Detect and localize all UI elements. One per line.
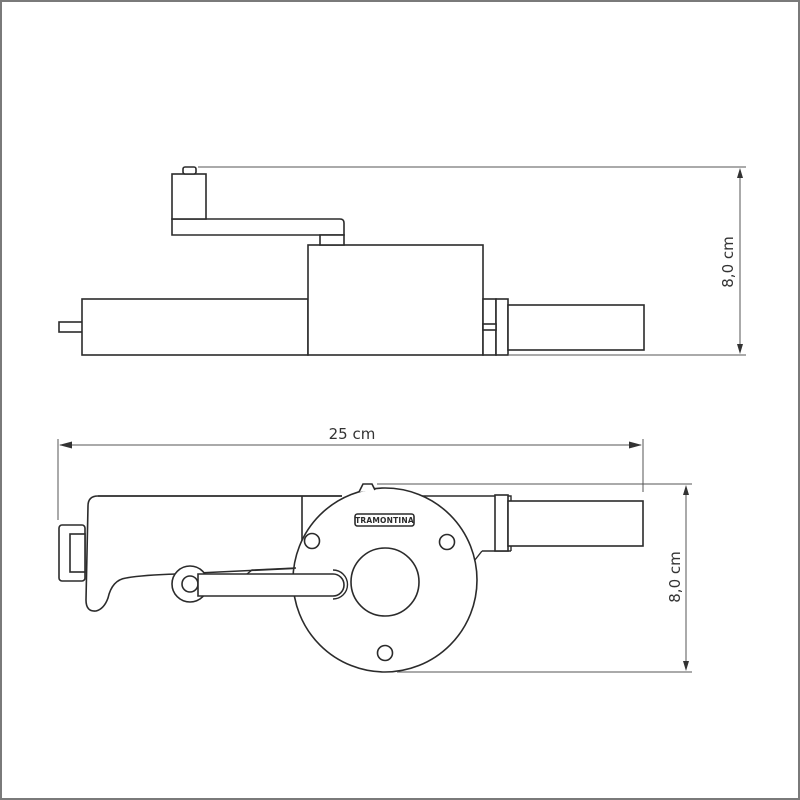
side-housing-tab — [358, 483, 376, 493]
arrow-left-icon — [59, 441, 72, 449]
top-collar-slot — [482, 323, 497, 331]
top-handle-body — [81, 298, 309, 356]
side-nozzle-tube — [507, 500, 644, 547]
brand-plate — [354, 513, 415, 527]
screw-hole-icon — [376, 644, 394, 662]
top-height-label: 8,0 cm — [719, 236, 737, 287]
top-crank-knob — [171, 173, 207, 220]
arrow-right-icon — [629, 441, 642, 449]
side-crank-arm — [197, 573, 345, 597]
side-crank-ridge — [246, 567, 297, 575]
brand-logo-text: TRAMONTINA — [355, 516, 414, 525]
side-rear-hanger-slot — [69, 533, 86, 573]
top-nozzle-tube — [507, 304, 645, 351]
side-nozzle-collar — [494, 494, 509, 552]
arrow-down-icon — [737, 344, 743, 354]
arrow-up-icon — [737, 168, 743, 178]
side-center-hub — [350, 547, 420, 617]
top-view: 8,0 cm — [58, 166, 746, 356]
top-gear-housing — [307, 244, 484, 356]
top-crank-arm — [171, 218, 345, 236]
side-height-label: 8,0 cm — [666, 551, 684, 602]
side-length-label: 25 cm — [329, 425, 376, 443]
top-crank-boss — [319, 234, 345, 246]
side-handle-grip — [85, 495, 342, 612]
top-crank-knob-cap — [182, 166, 197, 175]
arrow-down-icon — [683, 661, 689, 671]
screw-hole-icon — [438, 533, 456, 551]
screw-hole-icon — [303, 532, 321, 550]
top-nozzle-collar-b — [495, 298, 509, 356]
top-shaft-stub — [58, 321, 84, 333]
side-crank-knob-inner — [181, 575, 199, 593]
side-crank-arm-cap — [332, 569, 349, 600]
arrow-up-icon — [683, 485, 689, 495]
side-view: 25 cm — [57, 425, 692, 673]
